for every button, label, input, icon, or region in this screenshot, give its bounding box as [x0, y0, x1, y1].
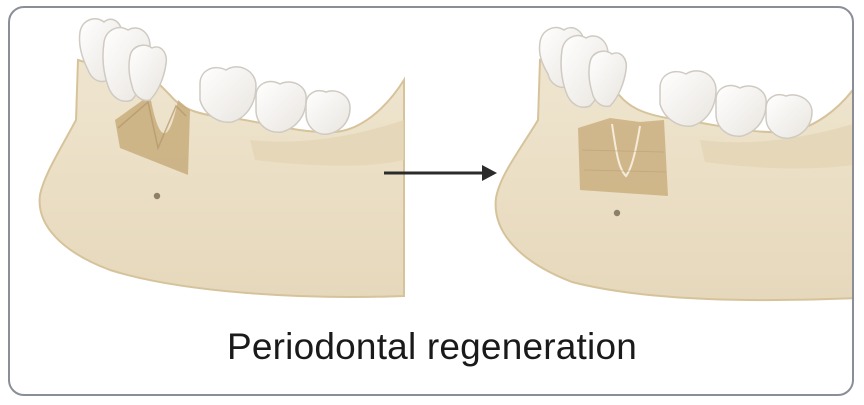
- regenerated-bone: [578, 118, 668, 196]
- tooth: [660, 71, 716, 126]
- tooth: [306, 91, 350, 135]
- tooth: [200, 67, 256, 122]
- jaw-after-panel: [496, 28, 860, 300]
- tooth: [256, 82, 306, 133]
- mental-foramen-dot: [154, 193, 160, 199]
- jaw-before-panel: [40, 19, 404, 297]
- figure-caption: Periodontal regeneration: [0, 326, 864, 368]
- tooth: [716, 86, 766, 137]
- mental-foramen-dot: [614, 210, 620, 216]
